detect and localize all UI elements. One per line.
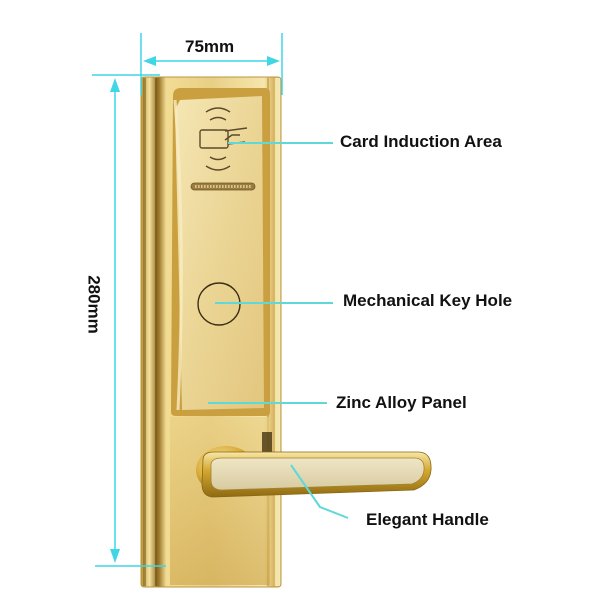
callout-zinc-alloy-panel: Zinc Alloy Panel [336,393,467,412]
height-dimension [92,74,166,567]
width-dimension [140,33,283,95]
callout-line-handle [290,464,349,519]
zinc-alloy-panel [171,88,270,416]
door-handle [201,451,432,498]
height-dimension-label: 280mm [84,275,104,334]
width-dimension-label: 75mm [185,37,235,56]
callout-card-induction-area: Card Induction Area [340,132,502,151]
callout-mechanical-key-hole: Mechanical Key Hole [343,291,513,310]
callout-elegant-handle: Elegant Handle [366,510,489,529]
led-indicator-strip [190,182,256,191]
card-reader-icon [199,107,248,171]
lower-plate [170,417,270,585]
